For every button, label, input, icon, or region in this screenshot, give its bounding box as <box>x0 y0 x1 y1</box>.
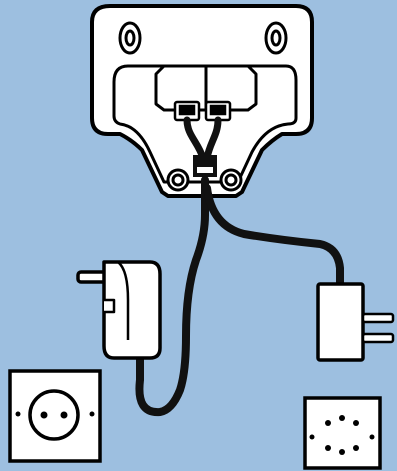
telephone-cord-icon <box>183 116 222 177</box>
wall-mount-hole-left <box>118 21 142 55</box>
telephone-line-cord <box>203 184 344 294</box>
wall-mount-hole-right <box>264 21 288 55</box>
ac-adapter-plug-icon <box>76 260 162 360</box>
rj11-jack-icon <box>173 100 232 122</box>
phone-line-plug-icon <box>316 282 395 362</box>
telephone-wall-socket-icon <box>303 396 382 470</box>
power-cord-icon <box>135 176 209 417</box>
phone-base-rear-icon <box>90 4 314 198</box>
power-outlet-icon <box>8 369 102 463</box>
